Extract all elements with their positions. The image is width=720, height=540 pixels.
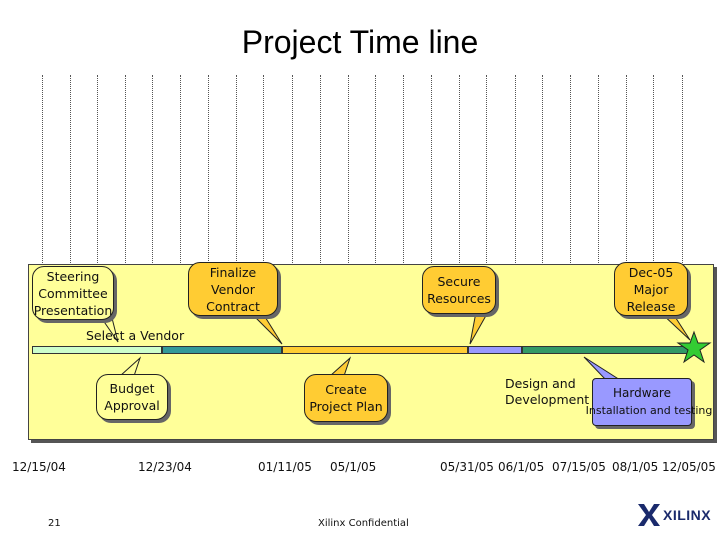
date-label: 07/15/05	[552, 460, 606, 474]
callout-create-project-plan: Create Project Plan	[304, 374, 388, 422]
installation-testing-label: Installation and testing	[585, 404, 713, 417]
date-label: 12/05/05	[662, 460, 716, 474]
date-label: 08/1/05	[612, 460, 659, 474]
date-label: 12/15/04	[12, 460, 66, 474]
date-label: 06/1/05	[498, 460, 545, 474]
date-label: 12/23/04	[138, 460, 192, 474]
timeline-segment-3	[282, 346, 468, 354]
callout-budget-approval: Budget Approval	[96, 374, 168, 420]
page-number: 21	[48, 518, 61, 529]
callout-hardware-installation: Hardware Installation and testing	[586, 378, 712, 426]
confidential-label: Xilinx Confidential	[318, 518, 409, 529]
callout-secure-resources: Secure Resources	[422, 266, 496, 314]
label-design-development: Design and Development	[505, 376, 590, 407]
timeline-segment-2	[162, 346, 282, 354]
xilinx-logo-icon	[638, 504, 660, 526]
date-label: 05/31/05	[440, 460, 494, 474]
callout-finalize-vendor-contract: Finalize Vendor Contract	[188, 262, 278, 316]
xilinx-logo: XILINX	[638, 494, 718, 536]
timeline-segment-4	[468, 346, 522, 354]
date-label: 01/11/05	[258, 460, 312, 474]
slide-title: Project Time line	[241, 24, 479, 60]
callout-major-release: Dec-05 Major Release	[614, 262, 688, 316]
xilinx-logo-text: XILINX	[663, 507, 712, 523]
label-select-vendor: Select a Vendor	[86, 328, 185, 343]
release-star-icon	[676, 330, 712, 364]
callout-steering-committee: Steering Committee Presentation	[32, 266, 114, 320]
date-label: 05/1/05	[330, 460, 377, 474]
timeline-segment-1	[32, 346, 162, 354]
hardware-label: Hardware	[613, 386, 671, 400]
